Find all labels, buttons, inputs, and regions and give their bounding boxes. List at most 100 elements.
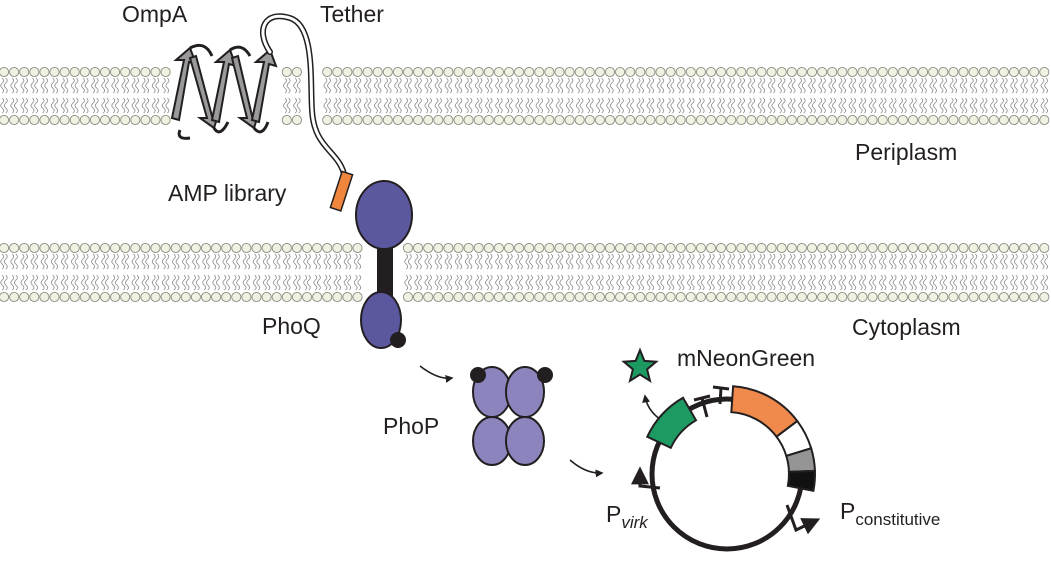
ompa-strand-5: [250, 48, 278, 124]
lipid-tail: [508, 274, 513, 291]
lipid-tail: [3, 97, 8, 114]
lipid-tail: [781, 253, 786, 270]
lipid-head: [554, 66, 565, 78]
lipid-head: [867, 291, 878, 303]
lipid-tail: [397, 77, 402, 94]
lipid-tail: [889, 97, 893, 114]
lipid-head: [877, 66, 888, 78]
lipid-head: [160, 66, 171, 78]
lipid-tail: [757, 253, 762, 270]
lipid-tail: [363, 97, 368, 114]
lipid-tail: [909, 274, 914, 291]
lipid-tail: [283, 97, 287, 114]
lipid-tail: [781, 97, 786, 114]
lipid-head: [1019, 291, 1030, 303]
phop-dimer: [470, 366, 553, 466]
lipid-head: [746, 242, 757, 254]
lipid-tail: [923, 274, 927, 291]
lipid-tail: [909, 253, 914, 270]
lipid-head: [281, 291, 292, 303]
lipid-head: [604, 291, 616, 303]
lipid-tail: [525, 77, 530, 94]
lipid-head: [746, 291, 757, 303]
lipid-tail: [616, 274, 621, 291]
lipid-tail: [384, 77, 388, 94]
lipid-tail: [576, 253, 580, 270]
lipid-tail: [485, 253, 489, 270]
lipid-tail: [478, 253, 483, 270]
lipid-tail: [630, 274, 634, 291]
lipid-tail: [1030, 77, 1035, 94]
lipid-tail: [519, 77, 523, 94]
lipid-head: [271, 242, 282, 254]
lipid-head: [928, 242, 939, 254]
lipid-tail: [953, 77, 958, 94]
lipid-head: [988, 66, 999, 78]
lipid-head: [857, 291, 868, 303]
lipid-head: [574, 66, 585, 78]
lipid-head: [49, 66, 60, 78]
lipid-head: [1008, 114, 1020, 126]
lipid-head: [877, 291, 888, 303]
lipid-tail: [84, 274, 89, 291]
lipid-tail: [505, 97, 510, 114]
lipid-tail: [145, 97, 150, 114]
lipid-tail: [791, 253, 796, 270]
lipid-head: [99, 242, 111, 254]
lipid-tail: [377, 77, 382, 94]
lipid-tail: [700, 97, 705, 114]
lipid-tail: [317, 253, 321, 270]
lipid-tail: [337, 77, 341, 94]
lipid-head: [574, 291, 585, 303]
lipid-tail: [428, 253, 432, 270]
lipid-tail: [91, 253, 95, 270]
lipid-tail: [852, 274, 857, 291]
lipid-head: [766, 114, 777, 126]
lipid-head: [322, 114, 333, 126]
lipid-head: [402, 114, 414, 126]
lipid-tail: [498, 97, 503, 114]
lipid-head: [29, 291, 40, 303]
lipid-tail: [549, 253, 554, 270]
lipid-tail: [620, 274, 624, 291]
lipid-tail: [879, 274, 883, 291]
periplasm-label: Periplasm: [855, 139, 957, 165]
lipid-tail: [131, 253, 136, 270]
lipid-tail: [478, 77, 483, 94]
lipid-head: [766, 66, 777, 78]
lipid-tail: [892, 97, 897, 114]
lipid-tail: [81, 77, 85, 94]
lipid-tail: [60, 274, 65, 291]
lipid-tail: [347, 274, 352, 291]
lipid-tail: [798, 97, 802, 114]
lipid-tail: [475, 77, 479, 94]
lipid-tail: [980, 274, 984, 291]
lipid-tail: [374, 97, 378, 114]
lipid-tail: [822, 77, 826, 94]
lipid-tail: [1003, 97, 1008, 114]
lipid-head: [1008, 66, 1020, 78]
lipid-head: [594, 242, 605, 254]
lipid-head: [938, 242, 949, 254]
lipid-tail: [990, 97, 994, 114]
lipid-head: [1029, 66, 1040, 78]
lipid-head: [817, 242, 828, 254]
lipid-tail: [767, 97, 772, 114]
lipid-head: [847, 114, 858, 126]
lipid-tail: [60, 97, 65, 114]
lipid-tail: [505, 77, 510, 94]
p-constitutive-promoter-arrow: [785, 504, 821, 535]
lipid-head: [150, 114, 161, 126]
lipid-tail: [121, 274, 126, 291]
lipid-tail: [343, 97, 348, 114]
lipid-tail: [74, 97, 79, 114]
lipid-head: [604, 114, 616, 126]
lipid-head: [625, 114, 636, 126]
lipid-tail: [515, 97, 520, 114]
lipid-tail: [529, 97, 533, 114]
lipid-tail: [74, 253, 79, 270]
lipid-tail: [145, 274, 150, 291]
lipid-tail: [508, 77, 513, 94]
lipid-head: [705, 114, 717, 126]
lipid-head: [463, 114, 474, 126]
